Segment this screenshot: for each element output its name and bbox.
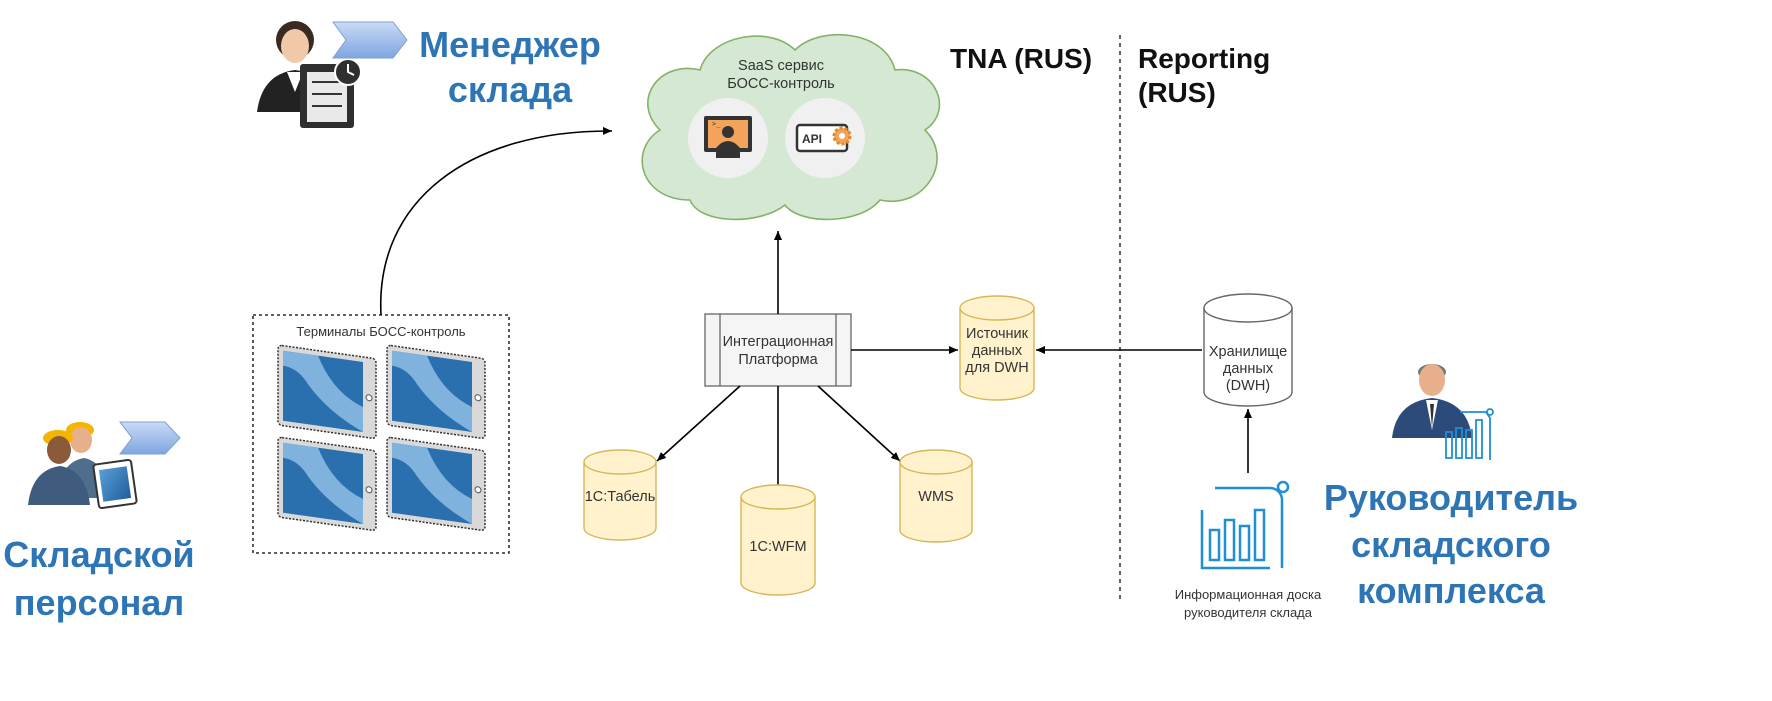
platform-to-tabel-connector (656, 385, 741, 462)
wfm-database (740, 484, 816, 596)
dwh-label-line3: (DWH) (1226, 378, 1270, 394)
tna-region-label: TNA (RUS) (950, 43, 1092, 74)
dwh-source-label-line3: для DWH (965, 360, 1028, 376)
chevron-arrow-icon (332, 21, 408, 59)
svg-text:>_: >_ (712, 120, 721, 128)
manager-label-line1: Менеджер (419, 24, 601, 65)
platform-to-wms-connector (817, 385, 901, 462)
dwh-source-label-line2: данных (972, 343, 1023, 359)
head-label-line3: комплекса (1357, 570, 1546, 611)
desktop-user-icon: >_ (688, 98, 768, 178)
head-label-line1: Руководитель (1324, 477, 1578, 518)
integration-platform-line2: Платформа (738, 352, 818, 368)
wms-database (899, 449, 973, 543)
terminals-to-cloud-connector (380, 126, 613, 316)
tablet-icon (386, 436, 486, 532)
api-gear-icon: API (785, 98, 865, 178)
dwh-source-label-line1: Источник (966, 326, 1029, 342)
staff-icon (28, 422, 138, 510)
staff-label-line1: Складской (3, 534, 194, 575)
reporting-region-label-line1: Reporting (1138, 43, 1270, 74)
staff-chevron-icon (119, 421, 181, 455)
wfm-database-label: 1С:WFM (749, 539, 806, 555)
staff-label-line2: персонал (14, 582, 184, 623)
dwh-label-line1: Хранилище (1209, 344, 1287, 360)
dwh-source-database (959, 295, 1035, 401)
executive-chart-icon (1445, 408, 1494, 460)
dashboard-caption-line2: руководителя склада (1184, 605, 1313, 620)
svg-text:API: API (802, 132, 822, 146)
tabel-database (583, 449, 657, 541)
integration-platform-node (704, 313, 852, 387)
reporting-region-label-line2: (RUS) (1138, 77, 1216, 108)
manager-label-line2: склада (448, 69, 573, 110)
executive-icon (1392, 364, 1472, 438)
dashboard-caption-line1: Информационная доска (1175, 587, 1322, 602)
cloud-title-line1: SaaS сервис (738, 58, 824, 74)
dwh-label-line2: данных (1223, 361, 1274, 377)
manager-icon (257, 21, 362, 128)
wms-database-label: WMS (918, 489, 953, 505)
tablet-icon (277, 436, 377, 532)
tabel-database-label: 1С:Табель (585, 489, 656, 505)
bar-chart-icon (1200, 480, 1290, 570)
dwh-database (1203, 293, 1293, 407)
tablets-grid (277, 344, 486, 532)
tablet-icon (277, 344, 377, 440)
tablet-icon (386, 344, 486, 440)
cloud-title-line2: БОСС-контроль (727, 76, 834, 92)
terminals-group-title: Терминалы БОСС-контроль (296, 324, 465, 339)
head-label-line2: складского (1351, 524, 1551, 565)
integration-platform-line1: Интеграционная (723, 334, 834, 350)
